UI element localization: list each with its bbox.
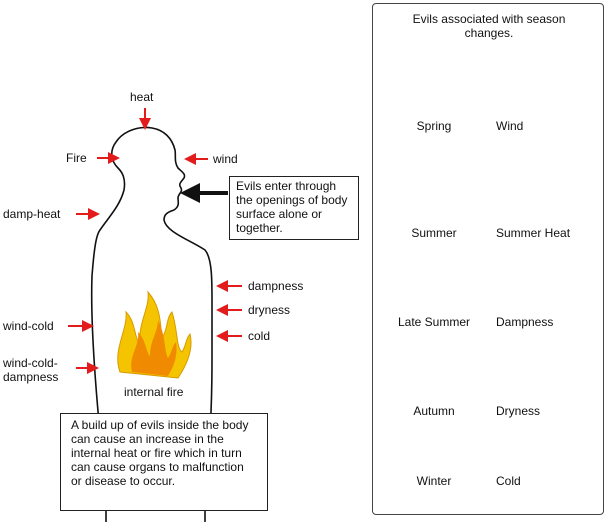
seasons-panel-title: Evils associated with season changes. [412,12,566,40]
body-silhouette [90,126,213,522]
label-heat: heat [130,90,154,104]
label-wind: wind [213,152,238,166]
season-late-summer: Late Summer [397,315,471,329]
evil-wind: Wind [496,119,524,133]
label-wind-cold-dampness: wind-cold- dampness [3,356,59,384]
season-summer: Summer [411,226,457,240]
red-arrows [68,108,242,374]
label-dampness: dampness [248,279,304,293]
buildup-note-box: A build up of evils inside the body can … [60,413,268,511]
entry-note-box: Evils enter through the openings of body… [229,176,359,240]
label-dryness: dryness [248,303,291,317]
internal-fire-icon [117,290,192,379]
label-fire: Fire [66,151,87,165]
evil-dampness: Dampness [496,315,554,329]
evil-dryness: Dryness [496,404,541,418]
season-winter: Winter [416,474,452,488]
season-spring: Spring [416,119,452,133]
label-wind-cold: wind-cold [3,319,54,333]
evil-cold: Cold [496,474,521,488]
label-cold: cold [248,329,271,343]
label-damp-heat: damp-heat [3,207,61,221]
label-internal-fire: internal fire [124,385,184,399]
season-autumn: Autumn [413,404,455,418]
seasons-panel [372,3,604,515]
evil-summer-heat: Summer Heat [496,226,571,240]
